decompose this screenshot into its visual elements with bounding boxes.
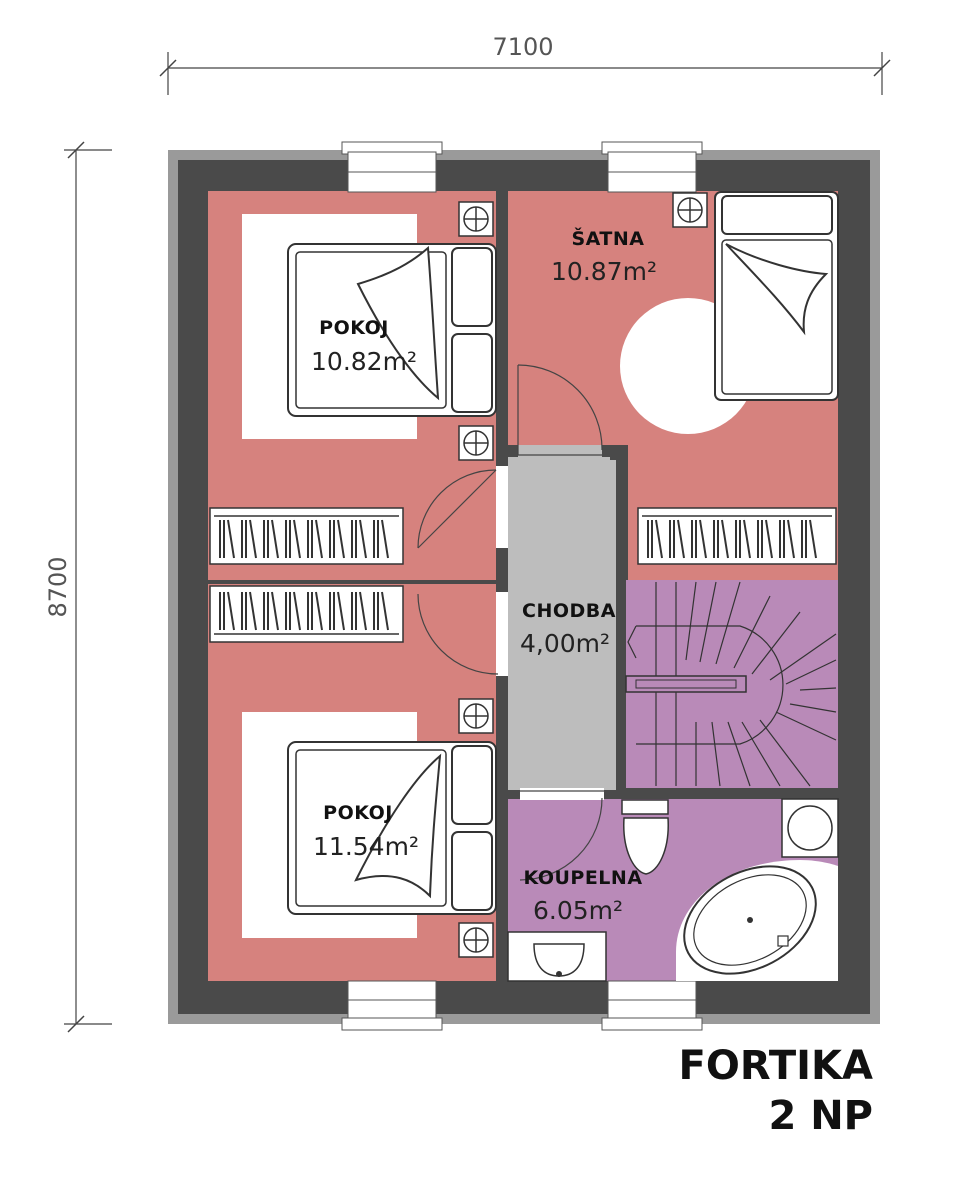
- plan-floor-label: 2 NP: [768, 1093, 873, 1139]
- plan-title: FORTIKA: [678, 1043, 873, 1089]
- outlet-icon: [672, 192, 708, 228]
- bed-bottom: [242, 712, 497, 938]
- room-satna-area: 10.87m²: [551, 257, 657, 286]
- door-pokoj-bottom: [417, 592, 508, 676]
- door-satna: [517, 364, 603, 457]
- room-koupelna-area: 6.05m²: [533, 896, 623, 925]
- door-pokoj-top: [417, 466, 508, 549]
- bed-satna: [620, 191, 839, 434]
- wardrobe-top-left: [209, 507, 404, 565]
- dimension-width: 7100: [159, 33, 891, 95]
- wardrobe-bottom-left: [209, 585, 404, 643]
- window-bottom-left: [341, 980, 443, 1031]
- door-koupelna: [519, 788, 604, 881]
- staircase: [625, 581, 837, 787]
- window-top-right: [601, 141, 703, 193]
- bathtub: [676, 860, 838, 981]
- room-pokoj-top-name: POKOJ: [319, 317, 389, 339]
- room-pokoj-top-area: 10.82m²: [311, 347, 417, 376]
- outlet-icon: [458, 922, 494, 958]
- outlet-icon: [458, 425, 494, 461]
- window-bottom-right: [601, 980, 703, 1031]
- room-chodba-name: CHODBA: [522, 600, 616, 622]
- outlet-icon: [458, 698, 494, 734]
- sink: [507, 931, 607, 982]
- dimension-width-label: 7100: [492, 33, 553, 61]
- window-top-left: [341, 141, 443, 193]
- washing-machine: [781, 798, 839, 858]
- room-satna-name: ŠATNA: [572, 226, 645, 250]
- room-chodba-area: 4,00m²: [520, 629, 610, 658]
- dimension-height-label: 8700: [44, 556, 72, 617]
- room-chodba-floor: [508, 457, 616, 790]
- outlet-icon: [458, 201, 494, 237]
- wardrobe-satna: [637, 507, 837, 565]
- toilet: [621, 799, 669, 875]
- room-pokoj-bottom-name: POKOJ: [323, 802, 393, 824]
- room-pokoj-bottom-area: 11.54m²: [313, 832, 419, 861]
- bed-top: [242, 214, 497, 439]
- dimension-height: 8700: [44, 141, 112, 1033]
- room-koupelna-name: KOUPELNA: [523, 867, 642, 889]
